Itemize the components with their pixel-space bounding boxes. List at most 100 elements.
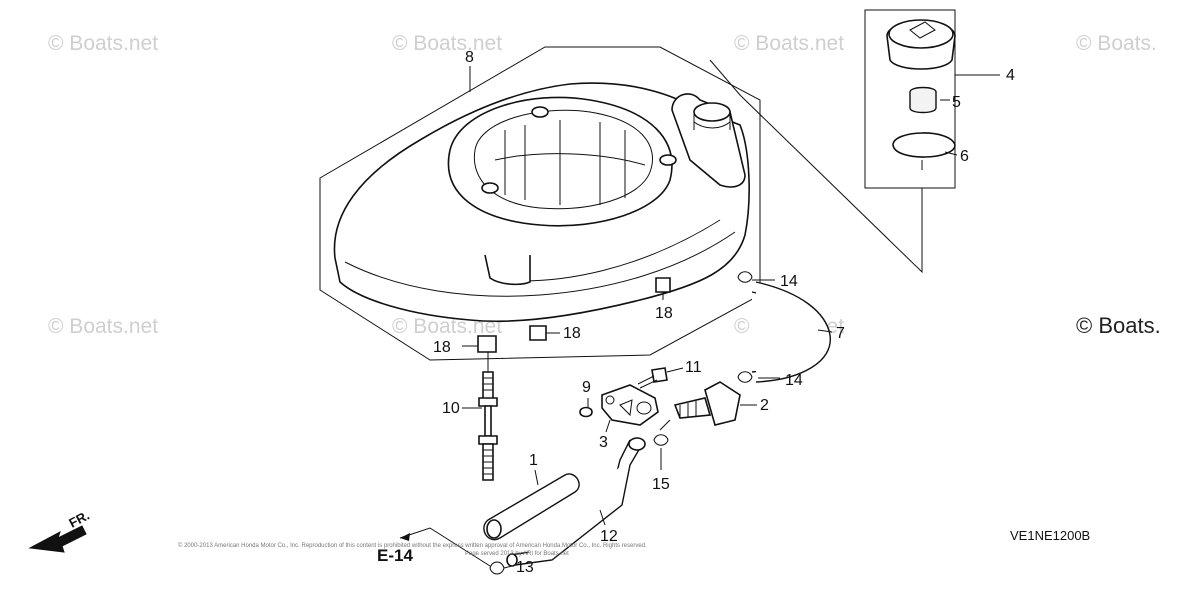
- fuel-tank-lobe: [484, 254, 531, 286]
- nut-9: [579, 406, 593, 418]
- rubber-mount-left: [477, 335, 497, 353]
- cap-filter-body: [909, 86, 937, 114]
- watermark-right: © Boats.: [1076, 313, 1161, 338]
- bracket-3: [601, 384, 659, 426]
- copyright-line-2: Page served 2013 by ARI for Boats.net: [465, 551, 569, 557]
- tank-group-outline: [319, 46, 761, 361]
- callout-18a: 18: [655, 305, 673, 322]
- callout-13: 13: [516, 559, 534, 576]
- bolt-11-head: [651, 367, 668, 383]
- leader-7: [817, 329, 833, 333]
- hose-12-inner: [514, 447, 641, 566]
- e14-pointer: [399, 527, 491, 567]
- leader-1: [534, 469, 539, 486]
- watermark: © Boats.net: [392, 32, 502, 55]
- bracket-3-body: [601, 384, 659, 426]
- leader-11: [666, 367, 684, 373]
- rubber-mount: [529, 325, 560, 341]
- direction-label: FR.: [66, 508, 92, 531]
- arrow-icon: [28, 525, 87, 553]
- front-direction-arrow: FR.: [28, 508, 92, 553]
- stud-bolt-10: [462, 352, 498, 481]
- cap-seal-body: [892, 132, 956, 158]
- fuel-cap-top: [888, 19, 954, 49]
- mount-hole: [531, 106, 549, 118]
- filler-thread: [693, 112, 731, 130]
- leader-13: [503, 565, 513, 569]
- bracket-slot: [619, 399, 633, 417]
- watermark: © Boats.net: [48, 32, 158, 55]
- watermark: © Boats.net: [734, 32, 844, 55]
- rubber-mount-top: [655, 277, 671, 293]
- leader-12: [599, 509, 606, 526]
- stud-shaft: [484, 405, 492, 437]
- callout-14b: 14: [785, 372, 803, 389]
- rubber-mount: [655, 277, 671, 300]
- leader-3: [605, 419, 611, 433]
- callout-15: 15: [652, 476, 670, 493]
- filler-neck-top: [693, 102, 731, 122]
- callout-6: 6: [960, 148, 969, 165]
- cap-group-outline: [864, 9, 956, 189]
- clamp-13: [489, 561, 505, 575]
- hose-1-end: [486, 519, 502, 539]
- fuel-valve-body: [704, 381, 741, 426]
- rubber-mount-mid: [529, 325, 547, 341]
- watermark: © Boats.net: [48, 315, 158, 338]
- stud-threads: [483, 377, 493, 475]
- fuel-valve-stem: [673, 397, 712, 419]
- bolt-11: [637, 367, 668, 389]
- mount-hole: [481, 182, 499, 194]
- callout-8: 8: [465, 49, 474, 66]
- callout-11: 11: [685, 359, 702, 376]
- hose-12: [506, 437, 646, 567]
- callout-9: 9: [582, 379, 591, 396]
- callout-5: 5: [952, 94, 961, 111]
- cap-filter: [909, 86, 937, 114]
- bracket-hole: [636, 401, 652, 415]
- fuel-valve: [673, 381, 741, 426]
- diagram-code: VE1NE1200B: [1010, 528, 1090, 543]
- callout-3: 3: [599, 434, 608, 451]
- callout-1: 1: [529, 452, 538, 469]
- callout-4: 4: [1006, 67, 1015, 84]
- stud-collar: [478, 397, 498, 407]
- callout-10: 10: [442, 400, 460, 417]
- callout-12: 12: [600, 528, 618, 545]
- leader-clip: [659, 419, 671, 431]
- callout-14a: 14: [780, 273, 798, 290]
- fuel-valve-thread: [679, 401, 697, 418]
- stud-upper-thread: [482, 371, 494, 401]
- rubber-mount: [462, 335, 497, 353]
- clamp-14-bottom: [737, 371, 753, 383]
- callouts: 8 4 5 6 14 18 7 18 18 11 14 9 2 10 3 1 1…: [433, 49, 1015, 576]
- callout-18b: 18: [563, 325, 581, 342]
- hose-7: [751, 281, 831, 383]
- page-reference: E-14: [377, 546, 413, 565]
- clamp-14-top: [737, 271, 753, 283]
- watermark: © Boats.: [1076, 32, 1157, 55]
- callout-2: 2: [760, 397, 769, 414]
- hose-12-end: [628, 437, 646, 451]
- hose-1-body: [483, 473, 580, 541]
- fuel-cap: [886, 19, 956, 70]
- leader-6: [944, 151, 958, 156]
- callout-18c: 18: [433, 339, 451, 356]
- stud-collar: [478, 435, 498, 445]
- fuel-cap-arrow-icon: [909, 21, 936, 39]
- clip-15: [653, 434, 669, 446]
- hose-1: [483, 473, 580, 541]
- e14-arrowhead: [400, 533, 410, 541]
- copyright-line-1: © 2000-2013 American Honda Motor Co., In…: [178, 542, 647, 549]
- bracket-hole: [605, 395, 615, 405]
- mount-hole: [659, 154, 677, 166]
- hose-7-inner: [755, 281, 831, 383]
- bolt-11-shaft: [637, 375, 658, 389]
- fuel-tank: [333, 82, 750, 323]
- fuel-tank-rim: [344, 231, 736, 297]
- cap-seal: [892, 132, 956, 170]
- fuel-tank-inner-ribs: [494, 120, 646, 205]
- callout-7: 7: [836, 325, 845, 342]
- cap-to-neck-leader: [709, 59, 923, 274]
